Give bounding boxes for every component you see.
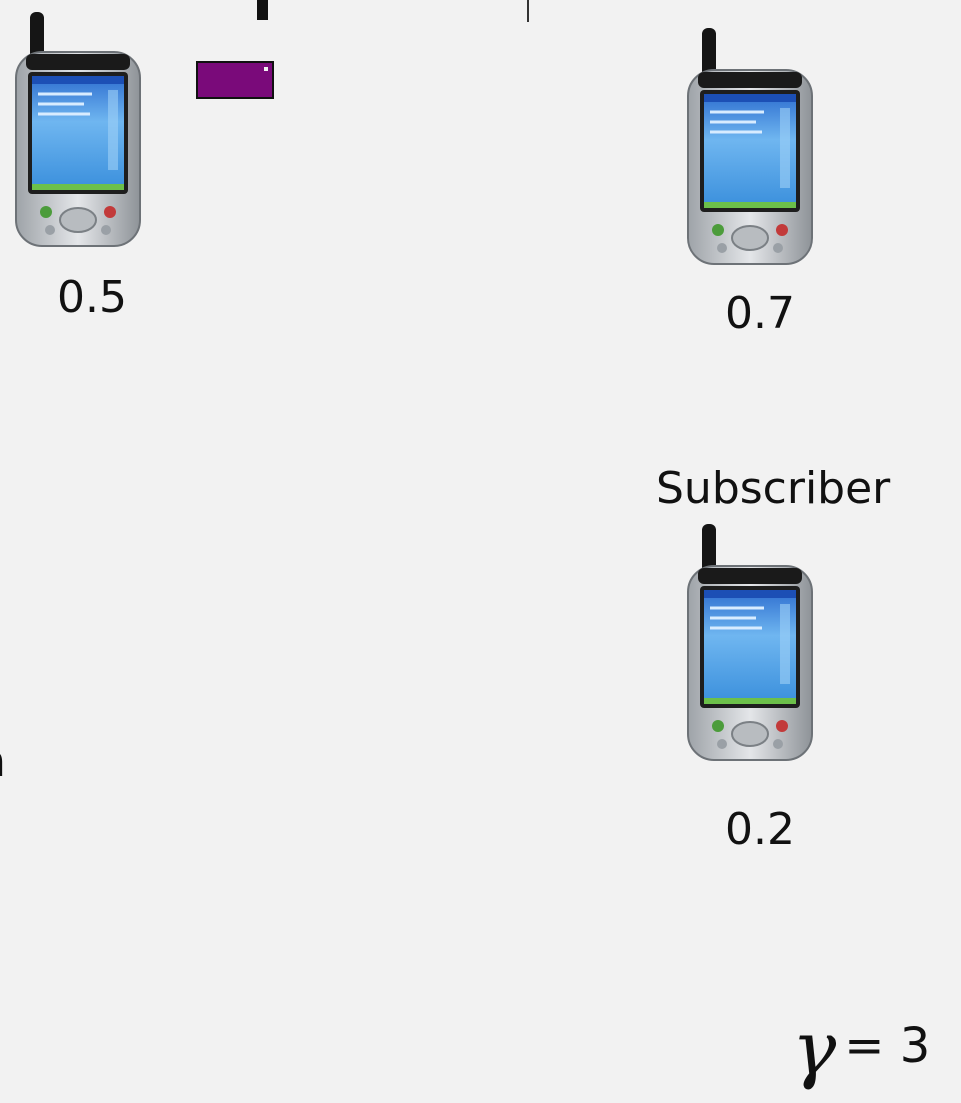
gamma-symbol: γ xyxy=(792,1006,837,1092)
pda-device-icon xyxy=(684,26,816,266)
purple-marker-icon xyxy=(196,61,274,99)
node-3-value: 0.2 xyxy=(725,804,795,855)
pda-device-graphic xyxy=(15,12,141,247)
pda-device-graphic xyxy=(687,28,813,265)
gamma-parameter: γ= 3 xyxy=(792,1006,931,1086)
pda-device-icon xyxy=(12,8,144,248)
cropped-shape-fragment xyxy=(257,0,268,20)
cropped-line-fragment xyxy=(527,0,529,22)
marker-dot xyxy=(264,67,268,71)
pda-device-icon xyxy=(684,522,816,762)
cropped-text-fragment: n xyxy=(0,740,6,784)
node-2-value: 0.7 xyxy=(725,288,795,339)
node-1-value: 0.5 xyxy=(57,272,127,323)
pda-device-graphic xyxy=(687,524,813,761)
gamma-expression: = 3 xyxy=(844,1018,931,1074)
node-3-caption: Subscriber xyxy=(656,463,891,514)
